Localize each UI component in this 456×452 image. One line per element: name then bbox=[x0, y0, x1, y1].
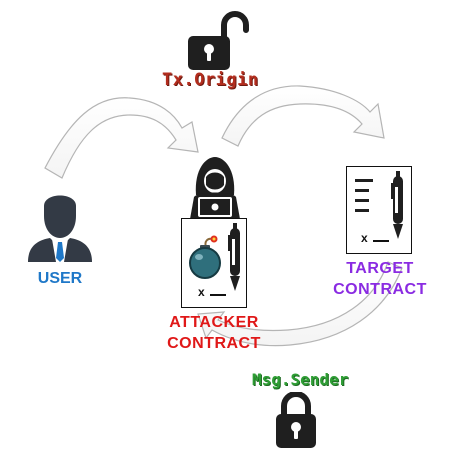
attacker-contract-card: x bbox=[181, 218, 247, 308]
hacker-icon bbox=[190, 157, 240, 219]
attacker-label-line1: ATTACKER bbox=[169, 314, 259, 331]
closed-padlock-icon bbox=[276, 392, 316, 448]
user-label: USER bbox=[37, 270, 83, 287]
pen-icon bbox=[228, 223, 240, 291]
signature-line bbox=[210, 294, 226, 296]
arrow-target-to-attacker bbox=[197, 261, 403, 347]
bomb-icon bbox=[189, 235, 221, 279]
document-icon bbox=[355, 179, 373, 212]
arrow-attacker-to-target bbox=[221, 85, 385, 147]
open-padlock-icon bbox=[188, 11, 249, 70]
target-label-line1: TARGET bbox=[346, 260, 414, 277]
pen-icon bbox=[391, 171, 403, 239]
signature-mark: x bbox=[361, 231, 368, 245]
signature-mark: x bbox=[198, 285, 205, 299]
target-label-line2: CONTRACT bbox=[333, 281, 427, 298]
attacker-label-line2: CONTRACT bbox=[167, 335, 261, 352]
msg-sender-label: Msg.Sender bbox=[252, 370, 349, 389]
user-icon bbox=[28, 195, 92, 262]
arrow-user-to-attacker bbox=[44, 97, 199, 179]
signature-line bbox=[373, 240, 389, 242]
tx-origin-label: Tx.Origin bbox=[162, 70, 259, 90]
target-contract-card: x bbox=[346, 166, 412, 254]
attacker-contract-label: ATTACKER CONTRACT bbox=[160, 312, 268, 354]
target-contract-label: TARGET CONTRACT bbox=[330, 258, 430, 300]
